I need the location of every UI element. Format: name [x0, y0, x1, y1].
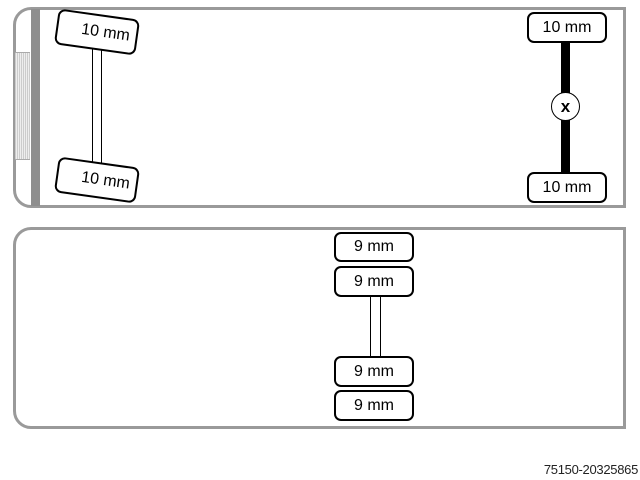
front-axle — [92, 46, 102, 164]
reference-number: 75150-20325865 — [543, 462, 638, 477]
trailer-axle1-left-tyre: 9 mm — [334, 232, 414, 262]
drive-marker-label: x — [560, 96, 571, 116]
truck-cab-front — [31, 9, 40, 206]
tyre-depth: 10 mm — [80, 168, 131, 193]
trailer-axle2-left-tyre: 9 mm — [334, 266, 414, 297]
rear-right-tyre: 10 mm — [527, 172, 607, 203]
trailer-axle2-right-tyre: 9 mm — [334, 390, 414, 421]
trailer-axle1-right-tyre: 9 mm — [334, 356, 414, 387]
tyre-depth: 9 mm — [354, 362, 394, 380]
drive-axle-marker: x — [551, 92, 580, 121]
trailer-axle — [370, 294, 381, 358]
tyre-depth: 10 mm — [542, 178, 592, 196]
tyre-depth: 10 mm — [80, 20, 131, 45]
truck-grille — [15, 52, 30, 160]
tyre-depth: 10 mm — [542, 18, 592, 36]
rear-left-tyre: 10 mm — [527, 12, 607, 43]
tyre-depth: 9 mm — [354, 238, 394, 255]
tyre-depth: 9 mm — [354, 396, 394, 414]
truck-body — [13, 7, 626, 208]
tyre-depth: 9 mm — [354, 272, 394, 290]
trailer-body — [13, 227, 626, 429]
